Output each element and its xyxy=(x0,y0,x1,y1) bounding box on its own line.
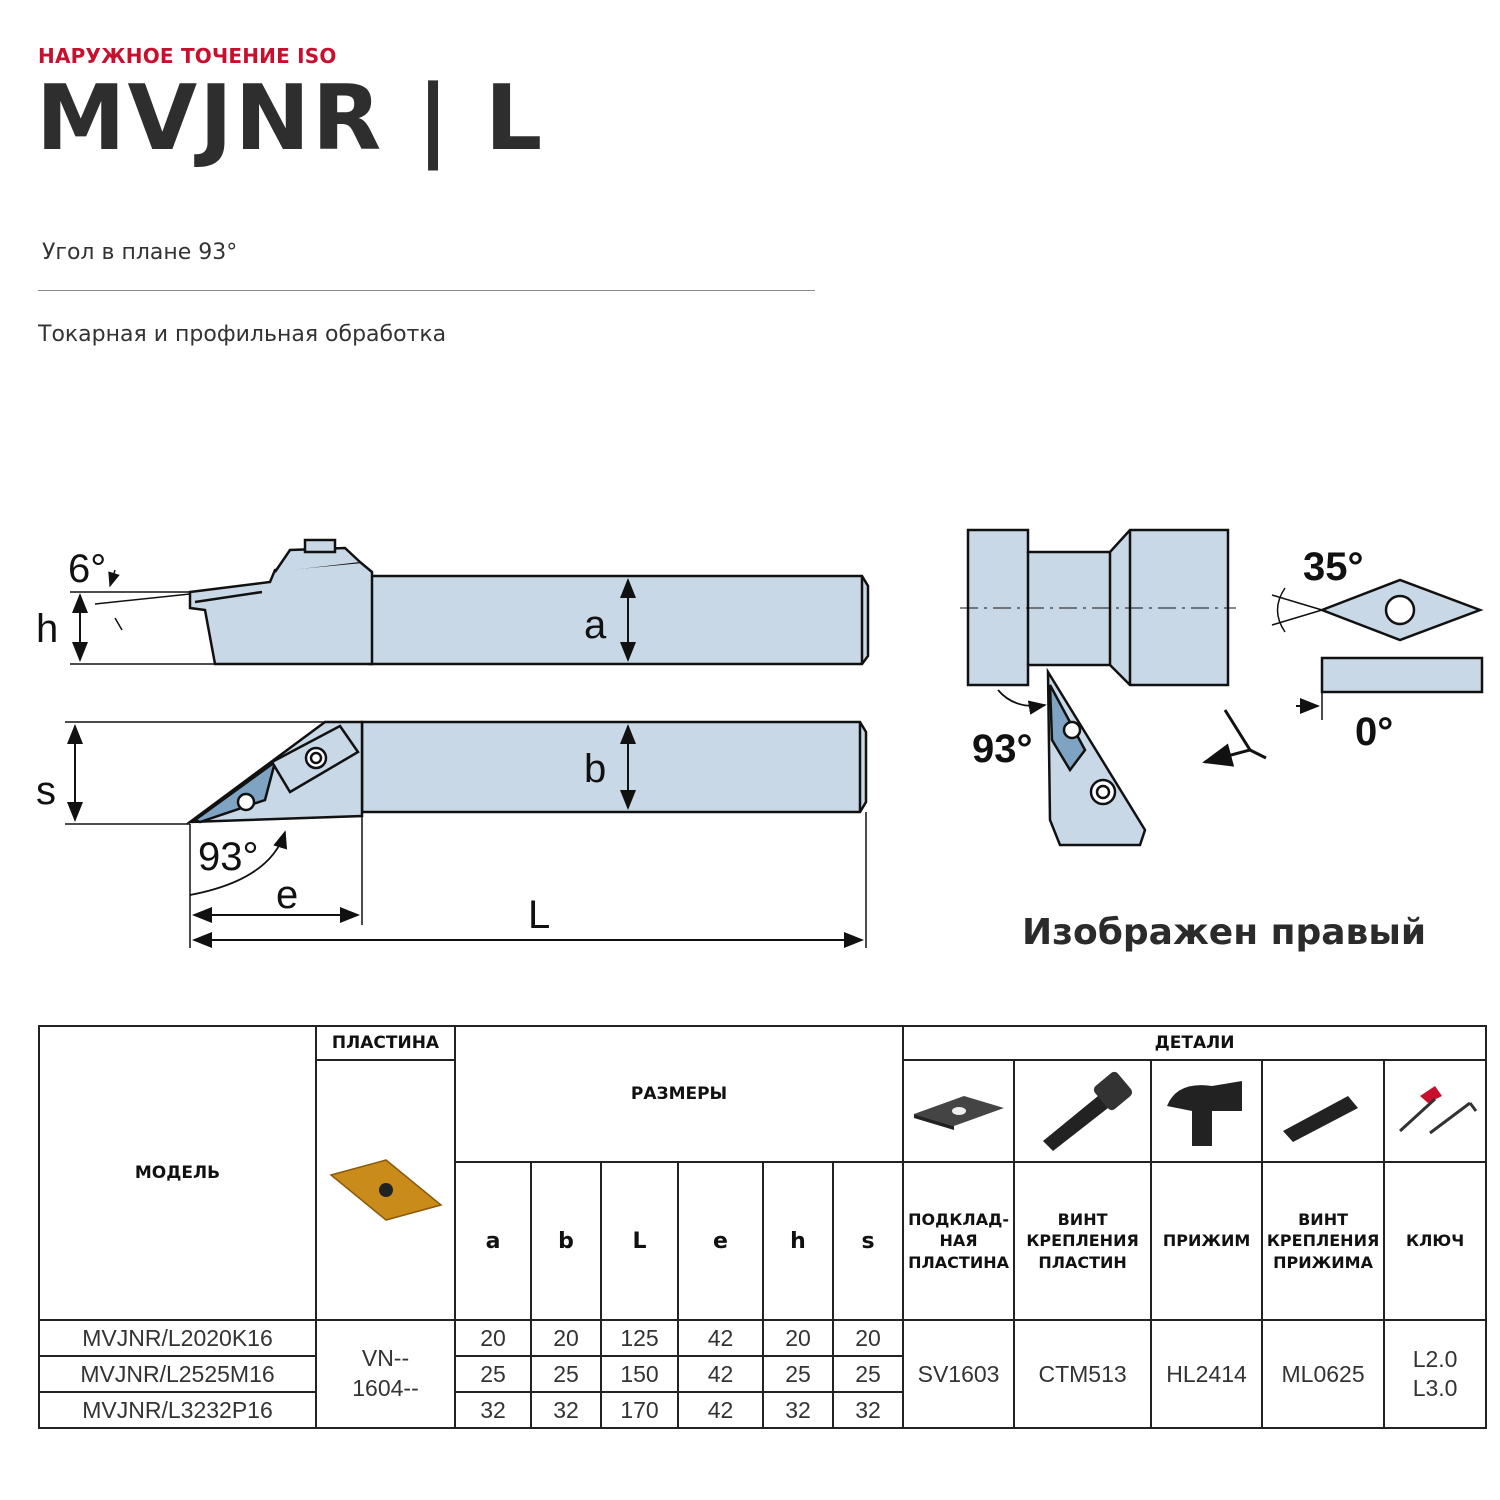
header-dim-e: e xyxy=(677,1161,764,1321)
header-insert-screw: ВИНТ КРЕПЛЕНИЯ ПЛАСТИН xyxy=(1013,1161,1153,1321)
shim-value: SV1603 xyxy=(902,1319,1016,1429)
label-L: L xyxy=(528,893,550,937)
label-93-right: 93° xyxy=(972,727,1033,771)
key-value: L2.0 L3.0 xyxy=(1383,1319,1488,1429)
side-view-shank xyxy=(368,574,870,666)
header-clamp: ПРИЖИМ xyxy=(1150,1161,1264,1321)
header-shim: ПОДКЛАД- НАЯ ПЛАСТИНА xyxy=(902,1161,1016,1321)
insert-screw-value: CTM513 xyxy=(1013,1319,1153,1429)
insert-screw-image xyxy=(1013,1059,1153,1163)
dim-cell: 125 xyxy=(600,1319,679,1357)
header-dim-h: h xyxy=(762,1161,834,1321)
label-b: b xyxy=(584,747,606,791)
application-text: Токарная и профильная обработка xyxy=(38,322,447,347)
dim-cell: 20 xyxy=(762,1319,834,1357)
dim-cell: 20 xyxy=(530,1319,602,1357)
dim-cell: 20 xyxy=(454,1319,532,1357)
right-tool xyxy=(1046,667,1147,847)
insert-screw-icon xyxy=(1042,1071,1132,1151)
header-dim-s: s xyxy=(831,1161,905,1321)
dim-cell: 32 xyxy=(530,1391,602,1429)
header-model: МОДЕЛЬ xyxy=(38,1025,317,1321)
dim-cell: 25 xyxy=(762,1355,834,1393)
header-dimensions: РАЗМЕРЫ xyxy=(453,1025,905,1163)
dim-cell: 32 xyxy=(831,1391,905,1429)
header-clamp-screw: ВИНТ КРЕПЛЕНИЯ ПРИЖИМА xyxy=(1261,1161,1386,1321)
dim-cell: 150 xyxy=(600,1355,679,1393)
label-e: e xyxy=(276,873,298,917)
insert-value: VN-- 1604-- xyxy=(315,1319,456,1429)
top-insert xyxy=(192,758,278,824)
label-35deg: 35° xyxy=(1303,545,1364,589)
dim-cell: 42 xyxy=(677,1391,764,1429)
clamp-value: HL2414 xyxy=(1150,1319,1264,1429)
shim-image xyxy=(902,1059,1016,1163)
label-a: a xyxy=(584,603,607,647)
side-view-head xyxy=(188,560,374,666)
label-s: s xyxy=(36,769,56,813)
header-details: ДЕТАЛИ xyxy=(902,1025,1488,1061)
category-label: НАРУЖНОЕ ТОЧЕНИЕ ISO xyxy=(38,44,337,68)
table-row: MVJNR/L2525M16 25 25 150 42 25 25 xyxy=(38,1355,1486,1393)
insert-image xyxy=(315,1059,456,1321)
header-key: КЛЮЧ xyxy=(1383,1161,1488,1321)
key-icon xyxy=(1399,1086,1478,1135)
dim-cell: 32 xyxy=(762,1391,834,1429)
page-title: MVJNR | L xyxy=(36,66,545,171)
label-0deg: 0° xyxy=(1355,710,1393,754)
shim-plate-icon xyxy=(913,1096,1004,1130)
header-insert: ПЛАСТИНА xyxy=(315,1025,456,1061)
label-h: h xyxy=(36,607,58,651)
label-6deg: 6° xyxy=(68,547,106,591)
clamp-screw-image xyxy=(1261,1059,1386,1163)
dim-cell: 42 xyxy=(677,1355,764,1393)
model-cell: MVJNR/L3232P16 xyxy=(38,1391,317,1429)
top-view-shank xyxy=(360,720,868,814)
insert-side xyxy=(1320,656,1484,694)
dim-cell: 20 xyxy=(831,1319,905,1357)
clamp-screw-value: ML0625 xyxy=(1261,1319,1386,1429)
model-cell: MVJNR/L2525M16 xyxy=(38,1355,317,1393)
insert-icon xyxy=(328,1159,443,1221)
spec-table: МОДЕЛЬ ПЛАСТИНА РАЗМЕРЫ ДЕТАЛИ xyxy=(38,1025,1488,1429)
dim-cell: 25 xyxy=(454,1355,532,1393)
header-dim-L: L xyxy=(600,1161,679,1321)
approach-angle-text: Угол в плане 93° xyxy=(42,240,238,265)
header-dim-b: b xyxy=(530,1161,602,1321)
table-row: MVJNR/L2020K16 VN-- 1604-- 20 20 125 42 … xyxy=(38,1319,1488,1429)
clamp-screw-icon xyxy=(1283,1096,1359,1142)
label-93-left: 93° xyxy=(198,835,259,879)
clamp-image xyxy=(1150,1059,1264,1163)
key-image xyxy=(1383,1059,1488,1163)
divider xyxy=(38,290,815,291)
tool-drawing: 6° h a s b 93° e L 35° 0° 93° Изображен … xyxy=(36,528,1484,953)
clamp-icon xyxy=(1166,1081,1242,1146)
dim-cell: 25 xyxy=(530,1355,602,1393)
dim-cell: 42 xyxy=(677,1319,764,1357)
dim-cell: 170 xyxy=(600,1391,679,1429)
table-row: MVJNR/L3232P16 32 32 170 42 32 32 xyxy=(38,1391,1486,1429)
dim-cell: 25 xyxy=(831,1355,905,1393)
model-cell: MVJNR/L2020K16 xyxy=(38,1319,317,1357)
header-dim-a: a xyxy=(454,1161,532,1321)
drawing-caption: Изображен правый xyxy=(1022,912,1426,953)
dim-cell: 32 xyxy=(454,1391,532,1429)
